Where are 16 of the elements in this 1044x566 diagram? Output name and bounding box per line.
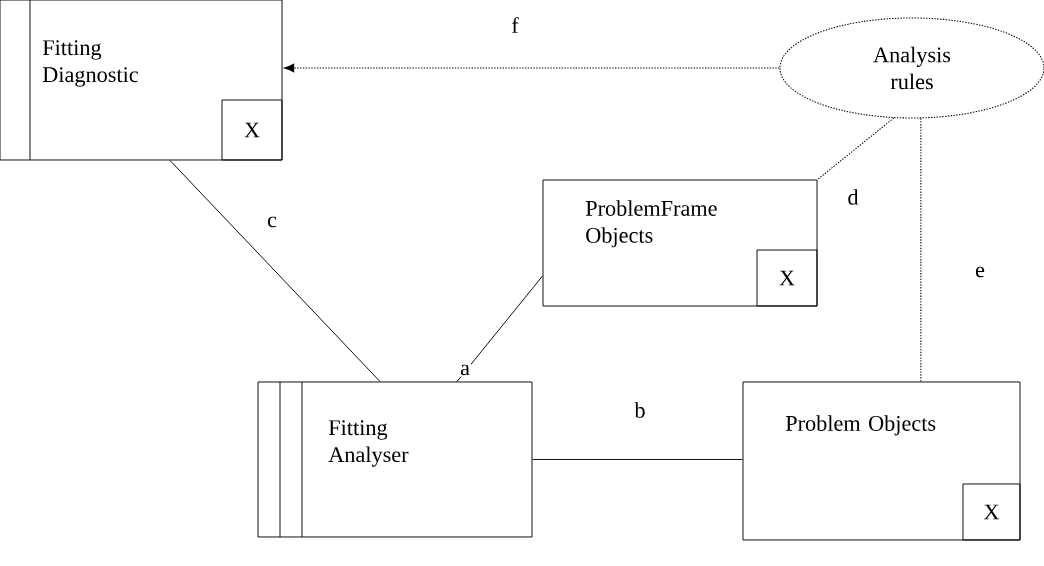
edge-label: f xyxy=(510,16,520,34)
edge-label: d xyxy=(846,188,860,206)
marker-box: X xyxy=(962,483,1021,541)
marker-box: X xyxy=(756,249,818,307)
connector xyxy=(284,63,780,73)
edge-label: c xyxy=(265,215,279,229)
marker-box: X xyxy=(221,99,283,161)
edge-label: a xyxy=(458,363,472,377)
edge-label: b xyxy=(633,401,647,419)
connector xyxy=(920,117,922,383)
connector xyxy=(169,160,381,382)
edge-label: e xyxy=(973,265,987,279)
connector xyxy=(456,275,543,382)
connector xyxy=(532,459,743,460)
connector xyxy=(816,117,895,181)
class-box: Fitting Analyser xyxy=(257,381,533,538)
